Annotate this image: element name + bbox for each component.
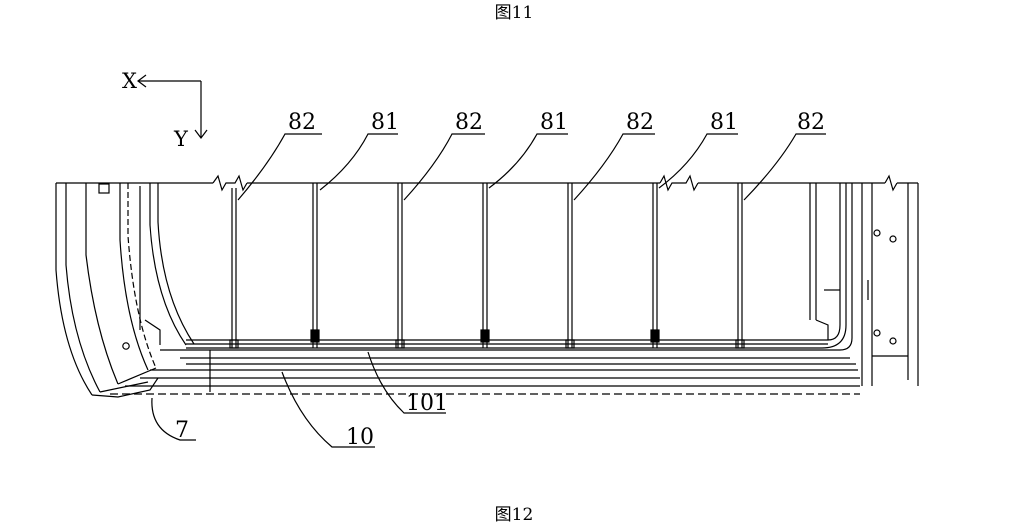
partition-82-2: [395, 183, 405, 349]
label-82: 82: [455, 110, 483, 135]
partition-81-3: [650, 183, 660, 348]
partition-81-2: [480, 183, 490, 348]
top-leader-lines: [237, 133, 826, 201]
label-82: 82: [626, 110, 654, 135]
y-axis-label: Y: [173, 127, 189, 151]
label-81: 81: [540, 110, 568, 135]
label-82: 82: [288, 110, 316, 135]
top-break-line: [56, 174, 918, 192]
figure-caption-top: 图11: [494, 3, 534, 23]
label-82: 82: [797, 110, 825, 135]
partition-strips: [229, 183, 745, 349]
figure-caption-bottom: 图12: [494, 505, 534, 525]
label-81: 81: [710, 110, 738, 135]
bottom-labels: 7 10 101: [175, 391, 448, 450]
partition-82-3: [565, 183, 575, 349]
bottom-leader-lines: [151, 351, 446, 448]
label-101: 101: [406, 391, 448, 416]
bottom-rail: [110, 183, 860, 395]
label-7: 7: [175, 418, 189, 443]
x-axis-label: X: [122, 69, 137, 93]
inner-panel-frame: [186, 183, 847, 349]
partition-82-1: [229, 188, 239, 349]
partition-82-4: [735, 183, 745, 349]
top-labels: 82 81 82 81 82 81 82: [288, 110, 825, 135]
partition-81-1: [310, 183, 320, 348]
left-curved-frame: [55, 183, 195, 398]
label-10: 10: [346, 425, 374, 450]
axis-indicator: X Y: [122, 69, 208, 151]
right-side-frame: [861, 183, 919, 386]
label-81: 81: [371, 110, 399, 135]
